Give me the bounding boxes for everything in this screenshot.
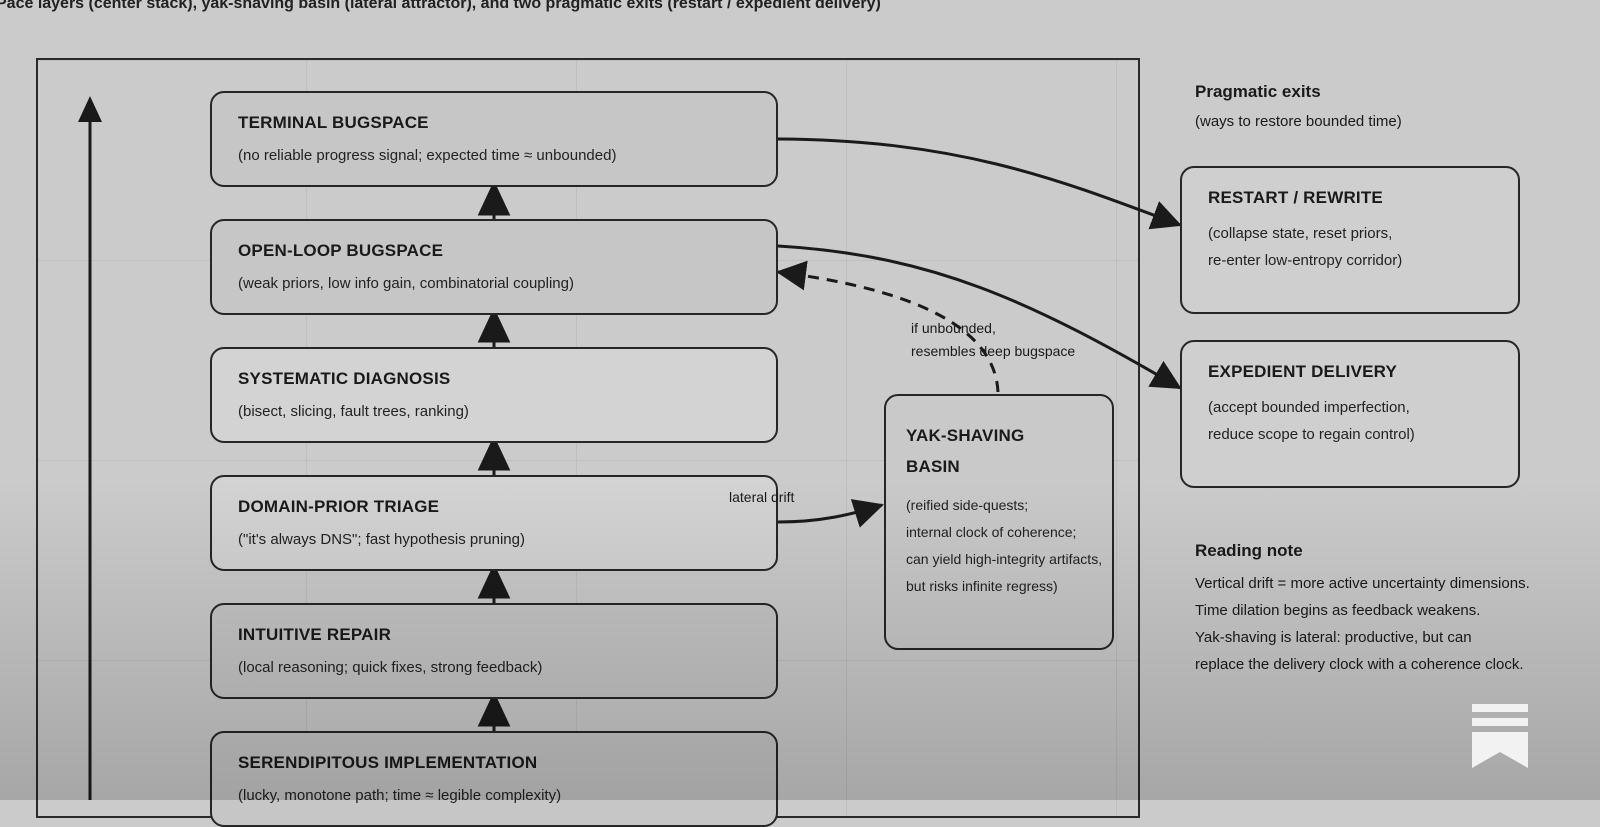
- layer-title: SERENDIPITOUS IMPLEMENTATION: [238, 753, 538, 772]
- yak-title-line-1: YAK-SHAVING: [906, 426, 1025, 445]
- layer-title: TERMINAL BUGSPACE: [238, 113, 429, 132]
- exit-description: (accept bounded imperfection, reduce sco…: [1208, 394, 1492, 448]
- yak-line: internal clock of coherence;: [906, 524, 1077, 540]
- exits-heading: Pragmatic exits: [1195, 82, 1321, 101]
- layer-description: (lucky, monotone path; time ≈ legible co…: [238, 787, 562, 804]
- layer-description: (local reasoning; quick fixes, strong fe…: [238, 659, 543, 676]
- reading-note-line: Time dilation begins as feedback weakens…: [1195, 602, 1481, 619]
- arrow-lateral-drift: [777, 499, 884, 528]
- layer-terminal-bugspace: TERMINAL BUGSPACE (no reliable progress …: [210, 91, 778, 187]
- layer-description: (weak priors, low info gain, combinatori…: [238, 275, 574, 292]
- arrow-yak-to-openloop-dashed: [776, 260, 1000, 393]
- reading-note: Vertical drift = more active uncertainty…: [1195, 570, 1530, 678]
- exit-title: RESTART / REWRITE: [1208, 188, 1383, 207]
- exit-restart-rewrite: RESTART / REWRITE (collapse state, reset…: [1180, 166, 1520, 314]
- layer-open-loop-bugspace: OPEN-LOOP BUGSPACE (weak priors, low inf…: [210, 219, 778, 315]
- yak-line: can yield high-integrity artifacts,: [906, 551, 1103, 567]
- layer-systematic-diagnosis: SYSTEMATIC DIAGNOSIS (bisect, slicing, f…: [210, 347, 778, 443]
- unbounded-label-line-1: if unbounded,: [911, 320, 996, 336]
- reading-note-line: Yak-shaving is lateral: productive, but …: [1195, 629, 1472, 646]
- yak-title-line-2: BASIN: [906, 457, 960, 476]
- stack-arrow-icon: [477, 563, 511, 599]
- exit-line: (collapse state, reset priors,: [1208, 225, 1393, 242]
- layer-title: OPEN-LOOP BUGSPACE: [238, 241, 444, 260]
- arrow-openloop-to-expedient: [777, 244, 1182, 390]
- layer-intuitive-repair: INTUITIVE REPAIR (local reasoning; quick…: [210, 603, 778, 699]
- reading-note-line: replace the delivery clock with a cohere…: [1195, 656, 1524, 673]
- reading-note-line: Vertical drift = more active uncertainty…: [1195, 575, 1530, 592]
- stack-arrow-icon: [477, 180, 511, 216]
- layer-description: (no reliable progress signal; expected t…: [238, 147, 617, 164]
- exit-line: re-enter low-entropy corridor): [1208, 252, 1403, 269]
- yak-description: (reified side-quests; internal clock of …: [906, 492, 1176, 600]
- arrow-terminal-to-restart: [777, 137, 1182, 230]
- stack-arrow-icon: [477, 435, 511, 471]
- exit-description: (collapse state, reset priors, re-enter …: [1208, 220, 1492, 274]
- vertical-axis-arrow-icon: [78, 96, 102, 122]
- stack-arrow-icon: [477, 307, 511, 343]
- exit-line: (accept bounded imperfection,: [1208, 399, 1410, 416]
- exits-subheading: (ways to restore bounded time): [1195, 113, 1402, 130]
- unbounded-label-line-2: resembles deep bugspace: [911, 343, 1076, 359]
- stack-arrow-icon: [477, 691, 511, 727]
- exit-expedient-delivery: EXPEDIENT DELIVERY (accept bounded imper…: [1180, 340, 1520, 488]
- layer-domain-prior-triage: DOMAIN-PRIOR TRIAGE ("it's always DNS"; …: [210, 475, 778, 571]
- layer-serendipitous-implementation: SERENDIPITOUS IMPLEMENTATION (lucky, mon…: [210, 731, 778, 827]
- layer-title: DOMAIN-PRIOR TRIAGE: [238, 497, 440, 516]
- exit-line: reduce scope to regain control): [1208, 426, 1415, 443]
- yak-line: (reified side-quests;: [906, 497, 1029, 513]
- layer-title: SYSTEMATIC DIAGNOSIS: [238, 369, 451, 388]
- yak-shaving-basin: YAK-SHAVING BASIN (reified side-quests; …: [884, 394, 1114, 650]
- bookmark-logo-icon: [1472, 704, 1528, 768]
- lateral-drift-label: lateral drift: [729, 489, 795, 505]
- layer-description: ("it's always DNS"; fast hypothesis prun…: [238, 531, 525, 548]
- layer-title: INTUITIVE REPAIR: [238, 625, 392, 644]
- stack-arrows: [477, 180, 511, 731]
- exit-title: EXPEDIENT DELIVERY: [1208, 362, 1398, 381]
- yak-line: but risks infinite regress): [906, 578, 1058, 594]
- reading-note-heading: Reading note: [1195, 541, 1303, 560]
- diagram-caption: Pace layers (center stack), yak-shaving …: [0, 0, 881, 12]
- diagram-connectors: [78, 96, 1182, 800]
- layer-description: (bisect, slicing, fault trees, ranking): [238, 403, 469, 420]
